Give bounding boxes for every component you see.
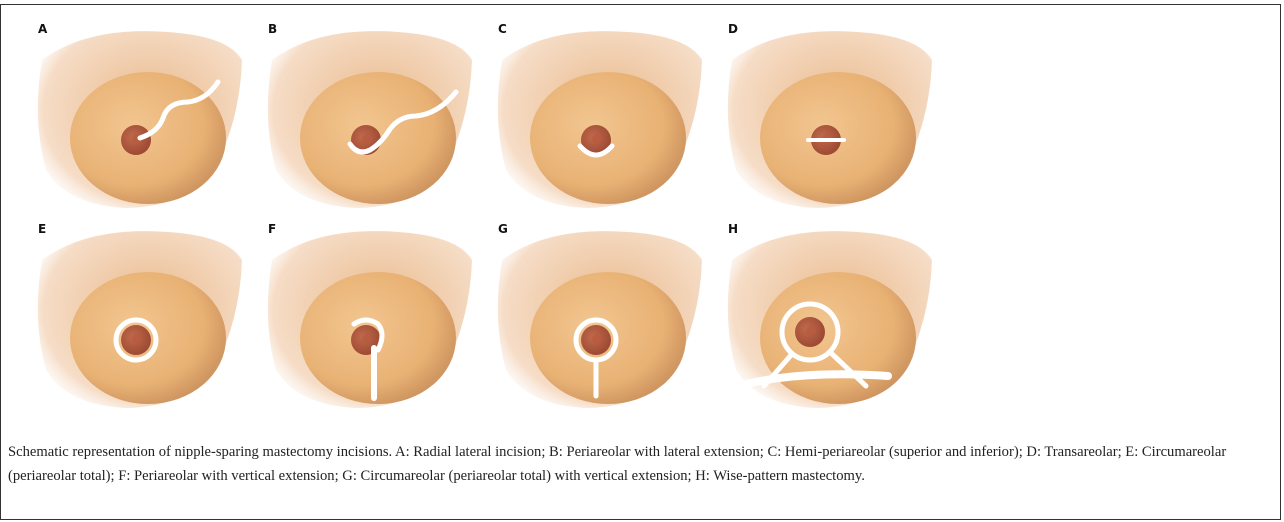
breast-illustration: [28, 220, 258, 410]
panel-d: D: [718, 20, 948, 210]
panel-e: E: [28, 220, 258, 410]
panel-b: B: [258, 20, 488, 210]
breast-illustration: [28, 20, 258, 210]
panel-label: E: [38, 222, 46, 236]
panel-g: G: [488, 220, 718, 410]
figure-caption: Schematic representation of nipple-spari…: [8, 440, 1276, 488]
panel-label: F: [268, 222, 276, 236]
breast-illustration: [718, 20, 948, 210]
panel-label: B: [268, 22, 277, 36]
panel-label: C: [498, 22, 507, 36]
breast-illustration: [488, 220, 718, 410]
panel-h: H: [718, 220, 948, 410]
panel-label: D: [728, 22, 738, 36]
breast-illustration: [488, 20, 718, 210]
panel-c: C: [488, 20, 718, 210]
breast-illustration: [718, 220, 948, 410]
panel-label: H: [728, 222, 738, 236]
panel-label: G: [498, 222, 508, 236]
panel-label: A: [38, 22, 47, 36]
breast-illustration: [258, 20, 488, 210]
panel-f: F: [258, 220, 488, 410]
panel-a: A: [28, 20, 258, 210]
breast-illustration: [258, 220, 488, 410]
